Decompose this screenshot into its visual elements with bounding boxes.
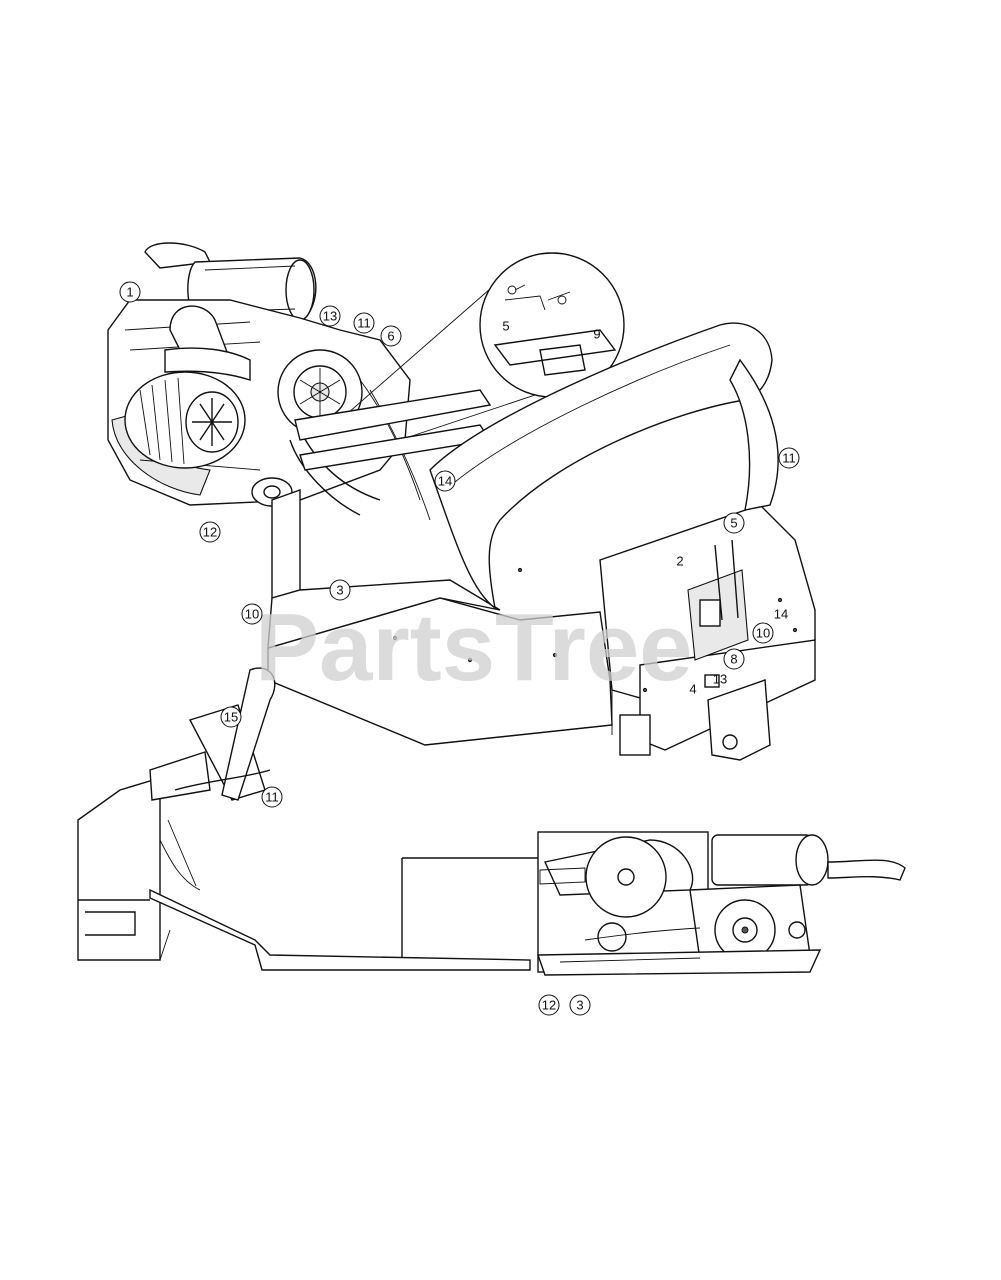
callout-circle <box>752 622 774 644</box>
callout-label: 14 <box>438 474 452 489</box>
callout-circle <box>261 786 283 808</box>
callout-circle <box>538 994 560 1016</box>
callout-circle <box>380 325 402 347</box>
callout-c-bot-3: 3 <box>569 994 591 1016</box>
chassis-frame <box>267 322 816 761</box>
top-assembly <box>107 242 816 761</box>
callout-circle <box>119 281 141 303</box>
callout-c-top-14a: 14 <box>434 470 456 492</box>
callout-circle <box>353 312 375 334</box>
callout-circle <box>241 603 263 625</box>
callout-c-top-13: 13 <box>319 305 341 327</box>
callout-c-top-11b: 11 <box>778 447 800 469</box>
callout-c-top-3: 3 <box>329 579 351 601</box>
callout-label: 2 <box>676 554 683 569</box>
callout-label: 1 <box>126 285 133 300</box>
side-view-left <box>77 667 531 971</box>
callout-circle <box>319 305 341 327</box>
callout-label: 4 <box>689 682 696 697</box>
callout-c-bot-12: 12 <box>538 994 560 1016</box>
callout-c-top-12: 12 <box>199 521 221 543</box>
callout-label: 5 <box>502 319 509 334</box>
callout-c-top-4: 4 <box>689 682 696 697</box>
detail-inset <box>339 252 625 461</box>
callout-c-top-8: 8 <box>723 648 745 670</box>
callout-label: 8 <box>730 652 737 667</box>
callout-label: 5 <box>730 516 737 531</box>
callout-circle <box>723 648 745 670</box>
callout-c-inset-5: 5 <box>502 319 509 334</box>
callout-label: 3 <box>576 998 583 1013</box>
callout-label: 13 <box>713 672 727 687</box>
callout-label: 12 <box>542 998 556 1013</box>
callout-label: 9 <box>593 327 600 342</box>
callout-c-bot-11: 11 <box>261 786 283 808</box>
callout-circle <box>723 512 745 534</box>
callout-c-bot-15: 15 <box>220 706 242 728</box>
callout-circle <box>199 521 221 543</box>
callout-label: 3 <box>336 583 343 598</box>
callout-label: 14 <box>774 607 788 622</box>
callout-c-top-10b: 10 <box>752 622 774 644</box>
callout-label: 11 <box>265 790 279 805</box>
callout-circle <box>220 706 242 728</box>
callout-label: 11 <box>357 316 371 331</box>
callout-c-top-2: 2 <box>676 554 683 569</box>
callout-circle <box>569 994 591 1016</box>
callout-label: 11 <box>782 451 796 466</box>
callout-circle <box>434 470 456 492</box>
bolt-holes <box>392 567 798 693</box>
callout-circle <box>778 447 800 469</box>
watermark-text: PartsTree <box>255 594 693 701</box>
callout-c-top-13b: 13 <box>713 672 727 687</box>
callout-label: 10 <box>245 607 259 622</box>
callout-circle <box>329 579 351 601</box>
callout-label: 12 <box>203 525 217 540</box>
callout-label: 13 <box>323 309 337 324</box>
callout-c-inset-9: 9 <box>593 327 600 342</box>
callout-label: 10 <box>756 626 770 641</box>
callout-c-top-10a: 10 <box>241 603 263 625</box>
callout-label: 15 <box>224 710 238 725</box>
callout-label: 6 <box>387 329 394 344</box>
callout-c-top-6: 6 <box>380 325 402 347</box>
callout-c-top-5: 5 <box>723 512 745 534</box>
callout-c-top-14b: 14 <box>774 607 788 622</box>
side-view-right <box>401 831 906 976</box>
callout-c-top-11a: 11 <box>353 312 375 334</box>
callout-c-top-1: 1 <box>119 281 141 303</box>
